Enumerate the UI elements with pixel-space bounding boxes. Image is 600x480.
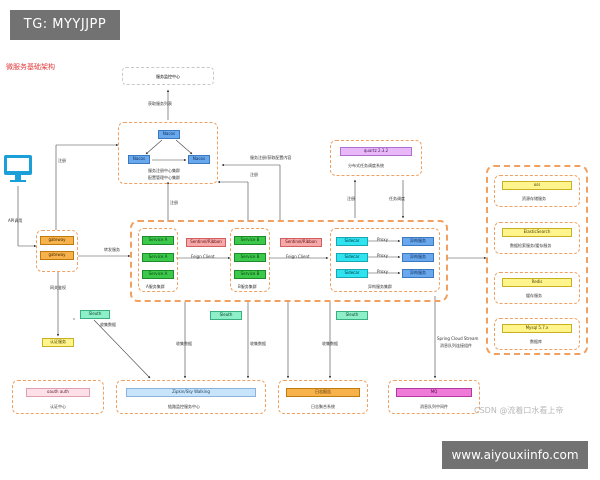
storage-cluster xyxy=(486,165,588,355)
auth-center-box xyxy=(12,380,104,414)
storage-oss-box xyxy=(494,175,580,207)
nacos-node-left: Nacos xyxy=(128,155,150,164)
hetero-service-cluster xyxy=(330,228,440,292)
watermark-bottom-right: www.aiyouxiinfo.com xyxy=(442,441,588,469)
proxy-label-3: Proxy xyxy=(377,269,388,274)
csdn-watermark: CSDN @流着口水看上帝 xyxy=(474,406,564,415)
sidecar-3: Sidecar xyxy=(336,269,368,278)
b-cluster-label: B服务集群 xyxy=(238,284,257,289)
storage-redis-box xyxy=(494,272,580,304)
gateway-auth-label: 网关鉴权 xyxy=(50,285,66,290)
gateway-cluster xyxy=(36,230,78,272)
trace-center-label: 链路监控服务中心 xyxy=(168,404,200,409)
hetero-service-2: 异构服务 xyxy=(402,253,434,262)
oauth-node: oauth auth xyxy=(26,388,90,397)
service-a-2: Service A xyxy=(142,253,174,262)
task-schedule-label-1: 注册 xyxy=(347,196,355,201)
proxy-label-2: Proxy xyxy=(377,253,388,258)
feign-client-label-2: Feign Client xyxy=(286,254,310,259)
sidecar-1: Sidecar xyxy=(336,237,368,246)
register-label-b: 注册 xyxy=(250,172,258,177)
proxy-label-1: Proxy xyxy=(377,237,388,242)
log-system-box xyxy=(278,380,368,414)
storage-mysql-caption: 数据库 xyxy=(530,339,542,344)
nacos-caption-2: 配置管理中心集群 xyxy=(148,175,180,180)
zipkin-node: Zipkin/Sky Walking xyxy=(126,388,256,397)
service-b-1: Service B xyxy=(234,236,266,245)
sidecar-2: Sidecar xyxy=(336,253,368,262)
a-service-cluster xyxy=(138,228,178,292)
service-a-3: Service A xyxy=(142,270,174,279)
register-config-label: 服务注册/获取配置内容 xyxy=(250,155,292,160)
storage-es-caption: 数据检索服务/缓存服务 xyxy=(510,243,552,248)
nacos-node-right: Nacos xyxy=(188,155,210,164)
collect-data-label-4: 收集数据 xyxy=(322,341,338,346)
log-system-label: 日志聚合系统 xyxy=(311,404,335,409)
sentinel-ribbon-2: Sentinel/Ribbon xyxy=(280,238,322,247)
sentinel-ribbon-1: Sentinel/Ribbon xyxy=(186,238,226,247)
storage-redis: Redis xyxy=(502,278,572,287)
hetero-cluster-label: 异构服务集群 xyxy=(368,284,392,289)
register-label-gateway: 注册 xyxy=(58,158,66,163)
trace-center-box xyxy=(116,380,266,414)
task-schedule-label-2: 任务调度 xyxy=(389,196,405,201)
gateway-node-2: gateway xyxy=(40,251,74,260)
watermark-top-left: TG: MYYJJPP xyxy=(10,10,120,40)
gateway-node-1: gateway xyxy=(40,236,74,245)
quartz-box xyxy=(330,140,422,176)
stream-caption: 消息队列连接组件 xyxy=(440,343,472,348)
storage-redis-caption: 缓存服务 xyxy=(526,293,542,298)
service-monitor-box: 服务监控中心 xyxy=(122,67,214,85)
service-b-3: Service B xyxy=(234,270,266,279)
service-a-1: Service A xyxy=(142,236,174,245)
register-label-a: 注册 xyxy=(170,200,178,205)
client-monitor-base-icon xyxy=(10,180,26,182)
storage-es-box xyxy=(494,222,580,254)
collect-data-label-3: 收集数据 xyxy=(250,341,266,346)
nacos-node-top: Nacos xyxy=(158,130,180,139)
mq-box xyxy=(388,380,480,414)
get-service-list-label: 获取服务列表 xyxy=(148,101,172,106)
storage-oss: oss xyxy=(502,181,572,190)
api-call-label: API调用 xyxy=(8,218,23,223)
diagram-title: 微服务基础架构 xyxy=(6,63,55,71)
quartz-caption: 分布式任务调度系统 xyxy=(348,163,384,168)
hetero-service-1: 异构服务 xyxy=(402,237,434,246)
nacos-cluster xyxy=(118,122,218,184)
client-monitor-icon xyxy=(4,155,32,175)
hetero-service-3: 异构服务 xyxy=(402,269,434,278)
sleuth-1: Sleuth xyxy=(80,310,110,319)
storage-es: ElasticSearch xyxy=(502,228,572,237)
quartz-node: quartz 2.3.2 xyxy=(340,147,412,156)
collect-data-label-2: 收集数据 xyxy=(176,341,192,346)
mq-caption: 消息队列中间件 xyxy=(420,404,448,409)
storage-mysql-box xyxy=(494,318,580,350)
collect-data-label-1: 收集数据 xyxy=(100,322,116,327)
a-cluster-label: A服务集群 xyxy=(146,284,165,289)
nacos-caption-1: 服务注册中心集群 xyxy=(148,168,180,173)
service-monitor-label: 服务监控中心 xyxy=(156,74,180,79)
mq-node: MQ xyxy=(396,388,472,397)
storage-oss-caption: 资源存储服务 xyxy=(522,196,546,201)
feign-client-label-1: Feign Client xyxy=(191,254,215,259)
forward-service-label: 转发服务 xyxy=(104,247,120,252)
b-service-cluster xyxy=(230,228,270,292)
spring-cloud-stream-label: Spring Cloud Stream xyxy=(437,336,479,341)
sleuth-2: Sleuth xyxy=(210,311,242,320)
sleuth-3: Sleuth xyxy=(336,311,368,320)
client-monitor-stand-icon xyxy=(15,175,21,180)
auth-service: 认证服务 xyxy=(42,338,74,347)
storage-mysql: Mysql 5.7.x xyxy=(502,324,572,333)
auth-center-label: 认证中心 xyxy=(50,404,66,409)
services-cluster xyxy=(130,220,448,302)
service-b-2: Service B xyxy=(234,253,266,262)
log-report-node: 日志报告 xyxy=(286,388,360,397)
